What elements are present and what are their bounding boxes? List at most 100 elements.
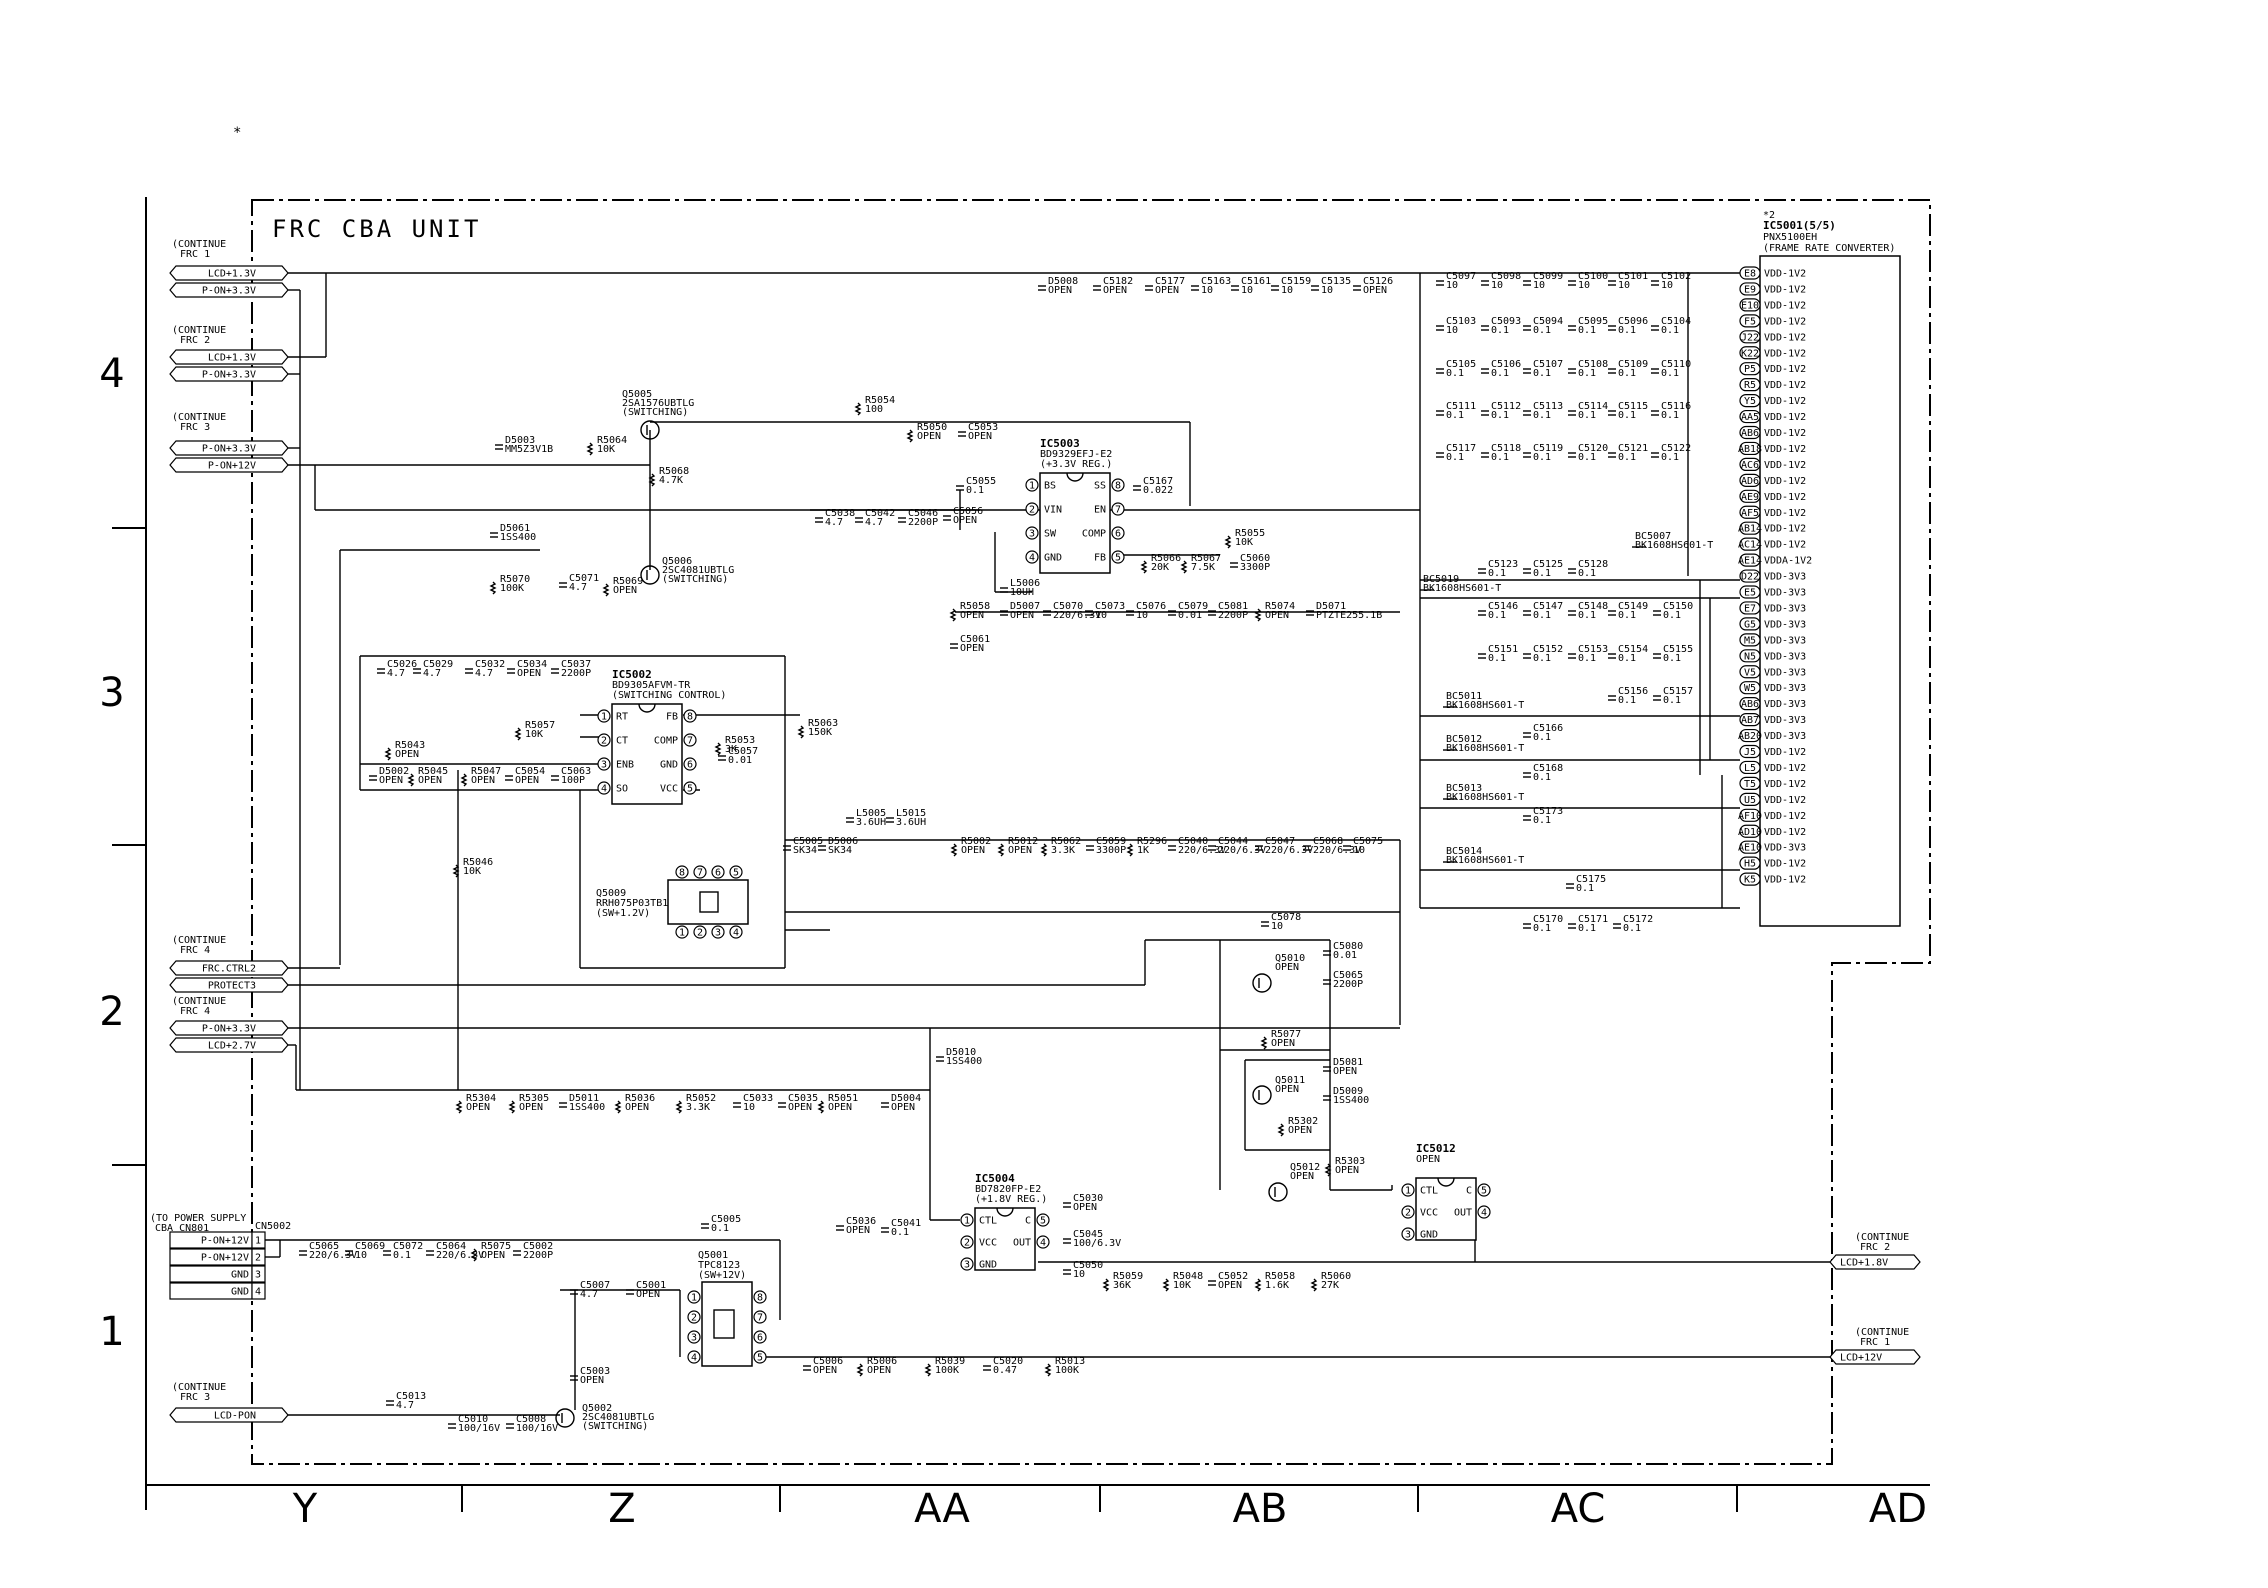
part-value: 3.6UH [896,817,926,828]
part-ref: D5061 [500,523,530,534]
part-ref: C5149 [1618,601,1648,612]
part-value: 0.1 [1533,568,1551,579]
part-value: 10 [1353,845,1365,856]
ic5004-pin-number: 1 [964,1216,970,1227]
transistor-ref: Q5012 [1290,1162,1320,1173]
part-ref: D5003 [505,435,535,446]
part-ref: C5007 [580,1280,610,1291]
part-ref: C5063 [561,766,591,777]
ic5003-desc: (+3.3V REG.) [1040,459,1112,470]
part-ref: BC5013 [1446,783,1482,794]
part-ref: C5065 [309,1241,339,1252]
ic5003-pin-number: 2 [1029,505,1035,516]
part-value: 0.1 [1578,568,1596,579]
part-value: 10UH [1010,587,1034,598]
q5009-part: RRH075P03TB1 [596,898,668,909]
part-value: 0.1 [1491,452,1509,463]
part-value: 10K [1235,537,1253,548]
part-ref: BC5012 [1446,734,1482,745]
ic5001-pin-net: VDD-1V2 [1764,428,1806,439]
ic5002-pin-number: 7 [687,736,693,747]
part-value: BK1608HS601-T [1446,792,1524,803]
part-value: 0.1 [1446,368,1464,379]
part-value: 100/16V [458,1423,500,1434]
part-ref: C5105 [1446,359,1476,370]
part-value: 100/6.3V [1073,1238,1121,1249]
ic5003-pin-label: EN [1094,505,1106,516]
ic5002-ref: IC5002 [612,668,652,681]
part-value: 0.1 [711,1223,729,1234]
part-ref: R5075 [481,1241,511,1252]
part-ref: D5011 [569,1093,599,1104]
ic5012-pin-label: GND [1420,1230,1438,1241]
part-value: 0.1 [1533,368,1551,379]
ic5001-pin-net: VDD-1V2 [1764,332,1806,343]
part-ref: C5053 [968,422,998,433]
part-ref: C5107 [1533,359,1563,370]
ic5002-pin-label: FB [666,712,678,723]
part-value: 0.1 [1623,923,1641,934]
part-ref: C5059 [1096,836,1126,847]
part-ref: C5044 [1218,836,1248,847]
ic5004-pin-number: 3 [964,1260,970,1271]
part-value: OPEN [953,515,977,526]
part-ref: L5006 [1010,578,1040,589]
q5009-pin: 4 [733,928,739,939]
part-ref: R5062 [1051,836,1081,847]
part-value: 4.7 [423,668,441,679]
part-value: 20K [1151,562,1169,573]
part-value: 0.1 [1533,325,1551,336]
part-ref: C5100 [1578,271,1608,282]
ic5001-pin-net: VDD-3V3 [1764,588,1806,599]
part-ref: R5051 [828,1093,858,1104]
grid-col-label: AA [914,1486,970,1532]
part-ref: BC5011 [1446,691,1482,702]
part-ref: C5080 [1333,941,1363,952]
part-value: OPEN [580,1375,604,1386]
part-ref: C5121 [1618,443,1648,454]
part-ref: C5104 [1661,316,1691,327]
ic5001-pin-number: AE14 [1738,556,1762,567]
part-ref: R5043 [395,740,425,751]
q5001-pin: 4 [691,1353,697,1364]
connector-target: FRC 3 [180,422,210,433]
wiring [265,272,1830,1416]
part-value: 10K [597,444,615,455]
ic5003-pin-label: SS [1094,481,1106,492]
part-ref: C5068 [1313,836,1343,847]
ic5001-pin-net: VDD-1V2 [1764,364,1806,375]
ic5001-pin-net: VDD-1V2 [1764,540,1806,551]
ic5001-pin-net: VDD-1V2 [1764,412,1806,423]
part-value: 10 [1271,921,1283,932]
part-ref: C5150 [1663,601,1693,612]
